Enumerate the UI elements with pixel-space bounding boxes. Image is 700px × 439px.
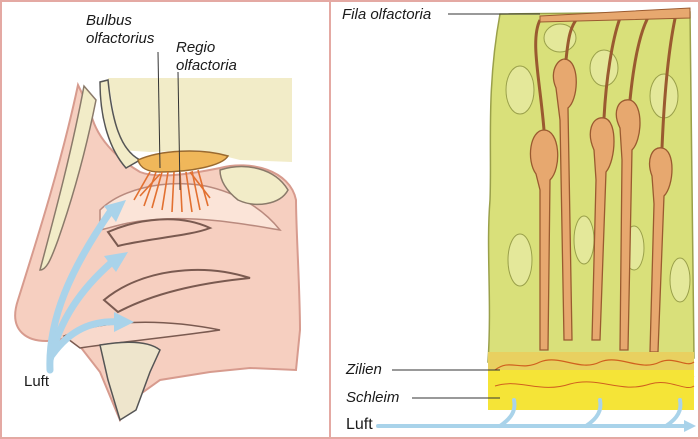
regio-label-line1: Regio <box>176 39 216 56</box>
fila-bundle <box>539 7 691 23</box>
olfactory-neurons <box>529 58 673 353</box>
regio-leader <box>177 71 181 191</box>
upper-turbinate <box>106 218 213 248</box>
nasal-bone <box>39 84 97 271</box>
airflow-arrows <box>46 208 124 374</box>
regio-label-line2: olfactoria <box>176 57 237 74</box>
bulbus-leader <box>157 51 161 169</box>
right-luft-label: Luft <box>346 416 373 433</box>
mucus-strands <box>494 381 695 388</box>
fila-label: Fila olfactoria <box>342 6 432 23</box>
zilien-label: Zilien <box>346 361 382 378</box>
palate-bone <box>99 341 161 422</box>
olfactory-region-fibers <box>133 169 211 213</box>
right-airflow-arrowhead <box>684 420 696 432</box>
bulbus-label-line2: olfactorius <box>86 30 155 47</box>
bulbus-label-line1: Bulbus <box>86 12 132 29</box>
epithelium-illustration <box>376 7 696 432</box>
left-luft-label: Luft <box>24 373 50 390</box>
skull-background <box>108 78 292 162</box>
schleim-label: Schleim <box>346 389 400 406</box>
sphenoid-bone <box>219 165 289 206</box>
nasal-cavity-illustration <box>14 51 302 423</box>
ethmoid-bone <box>99 79 142 169</box>
airflow-arrowheads <box>104 200 134 332</box>
olfactory-bulb <box>137 150 230 173</box>
mucus-layer <box>488 370 694 410</box>
upper-cavity <box>99 182 282 232</box>
middle-turbinate <box>102 268 251 314</box>
right-airflow <box>376 398 686 428</box>
